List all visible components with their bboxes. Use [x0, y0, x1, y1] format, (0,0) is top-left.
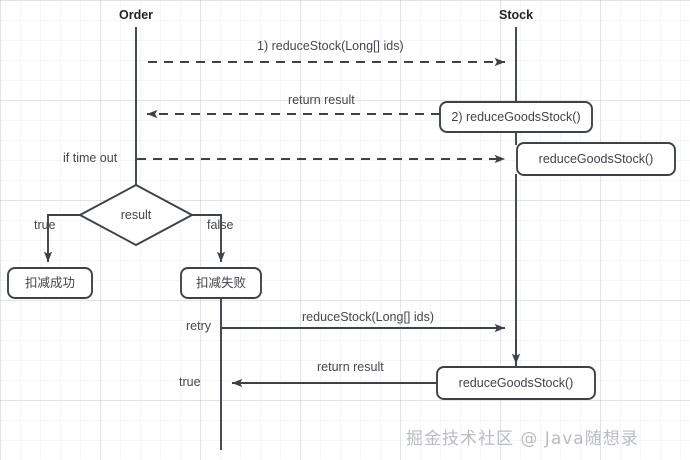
message-label-return-result-2: return result: [317, 360, 384, 374]
guard-label-retry: retry: [186, 319, 211, 333]
node-label-reduce-goods-stock-b: reduceGoodsStock(): [458, 376, 574, 390]
message-label-reduce-stock-1: 1) reduceStock(Long[] ids): [257, 39, 404, 53]
node-label-deduct-failure: 扣减失败: [195, 275, 247, 290]
branch-true-connector: [43, 214, 80, 263]
guard-label-true-return: true: [179, 375, 201, 389]
decision-label-result: result: [120, 208, 152, 222]
lifeline-title-stock: Stock: [498, 8, 534, 22]
node-box-reduce-goods-stock-2: [439, 101, 593, 133]
branch-false-connector: [192, 214, 226, 263]
guard-label-if-time-out: if time out: [63, 151, 118, 165]
message-label-reduce-stock-2: reduceStock(Long[] ids): [302, 310, 435, 324]
node-box-deduct-success: [7, 267, 93, 299]
node-label-reduce-goods-stock-a: reduceGoodsStock(): [538, 152, 654, 166]
guard-label-false-branch: false: [207, 218, 234, 232]
node-box-reduce-goods-stock-a: [516, 142, 676, 176]
node-box-deduct-failure: [180, 267, 262, 299]
node-label-deduct-success: 扣减成功: [24, 275, 76, 290]
watermark-text: 掘金技术社区 @ Java随想录: [406, 429, 639, 449]
node-box-reduce-goods-stock-b: [436, 366, 596, 400]
message-label-return-result-1: return result: [288, 93, 355, 107]
node-label-reduce-goods-stock-2: 2) reduceGoodsStock(): [451, 110, 581, 124]
guard-label-true-branch: true: [34, 218, 56, 232]
lifeline-title-order: Order: [118, 8, 154, 22]
decision-diamond-result: [79, 184, 193, 246]
